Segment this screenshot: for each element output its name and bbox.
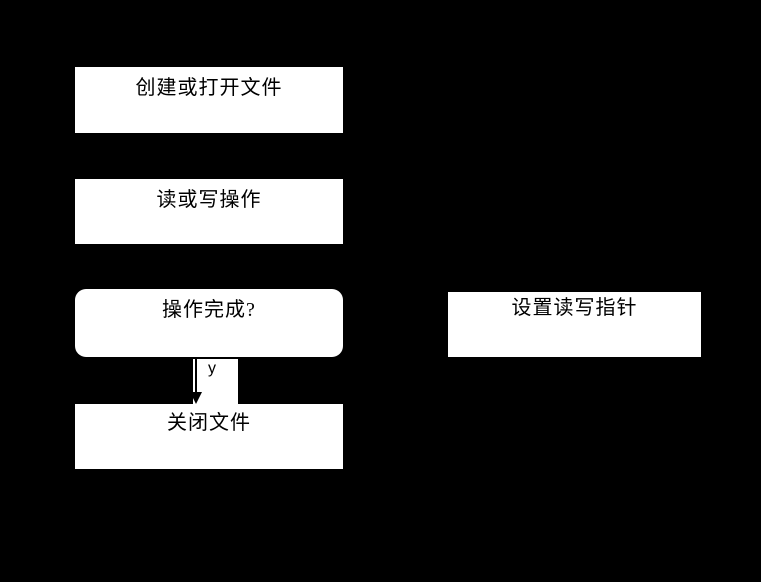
- flowchart-node-operation-complete: 操作完成?: [75, 289, 343, 357]
- flowchart-node-read-or-write-operation: 读或写操作: [75, 179, 343, 244]
- edge-label-yes: y: [193, 359, 238, 404]
- arrow-down-icon: [190, 357, 202, 404]
- node-label: 关闭文件: [167, 412, 251, 434]
- node-label: 读或写操作: [156, 189, 262, 211]
- node-label: 设置读写指针: [511, 297, 638, 319]
- node-label: 创建或打开文件: [135, 77, 283, 99]
- node-label: 操作完成?: [162, 299, 256, 321]
- edge-label-text: y: [208, 360, 216, 377]
- flowchart-node-close-file: 关闭文件: [75, 404, 343, 469]
- flowchart-node-create-or-open-file: 创建或打开文件: [75, 67, 343, 133]
- flowchart-node-set-read-write-pointer: 设置读写指针: [448, 292, 701, 357]
